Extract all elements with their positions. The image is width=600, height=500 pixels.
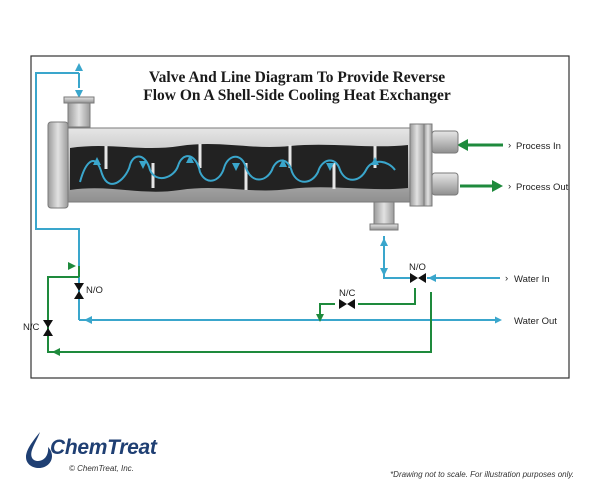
process-out-chevron-icon: › (508, 181, 511, 192)
valve-nc-right (339, 299, 355, 309)
valve-no-left (74, 283, 84, 299)
shell-interior (70, 144, 408, 192)
process-in-legend: › Process In (508, 140, 561, 152)
bottom-nozzle-arrow-up (380, 238, 388, 246)
process-in-label: Process In (516, 141, 561, 152)
bottom-nozzle-arrow-down (380, 268, 388, 276)
reverse-left-arrow-right (68, 262, 76, 270)
valve-no-right-label: N/O (409, 262, 426, 273)
process-in-chevron-icon: › (508, 140, 511, 151)
valve-no-right (410, 273, 426, 283)
valve-no-left-label: N/O (86, 285, 103, 296)
valve-nc-left-label: N/C (23, 322, 40, 333)
process-out-label: Process Out (516, 182, 569, 193)
water-in-chevron-icon: › (505, 273, 508, 284)
process-out-line (460, 180, 503, 192)
chemtreat-logo: ChemTreat © ChemTreat, Inc. (22, 428, 162, 480)
footnote: *Drawing not to scale. For illustration … (390, 470, 574, 479)
reverse-bottom-arrow-left (52, 348, 60, 356)
valve-nc-right-label: N/C (339, 288, 356, 299)
water-out-arrow-left (84, 316, 92, 324)
valve-nc-left (43, 320, 53, 336)
top-nozzle-arrow-down (75, 90, 83, 98)
logo-brand-text: ChemTreat (50, 436, 157, 459)
diagram-frame (30, 55, 570, 379)
shell-flow-path (79, 155, 396, 185)
water-drop-icon (26, 432, 52, 468)
shell-flow-arrows (93, 155, 379, 171)
bottom-nozzle-line (383, 236, 500, 279)
process-out-legend: › Process Out (508, 181, 569, 193)
water-in-arrow-left (428, 274, 436, 282)
diagram-title-line-1: Valve And Line Diagram To Provide Revers… (149, 69, 445, 86)
process-in-line (457, 139, 503, 151)
diagram-title-line-2: Flow On A Shell-Side Cooling Heat Exchan… (143, 87, 451, 104)
heat-exchanger (47, 96, 459, 231)
water-in-label: Water In (514, 274, 550, 285)
water-out-label: Water Out (514, 316, 557, 327)
reverse-flow-line-left (47, 266, 432, 353)
top-nozzle-line (35, 72, 502, 324)
water-out-legend: Water Out (514, 316, 557, 327)
logo-copyright: © ChemTreat, Inc. (69, 464, 134, 473)
water-in-legend: › Water In (505, 273, 550, 285)
reverse-right-arrow-down (316, 314, 324, 322)
top-nozzle-arrow-up (75, 63, 83, 71)
